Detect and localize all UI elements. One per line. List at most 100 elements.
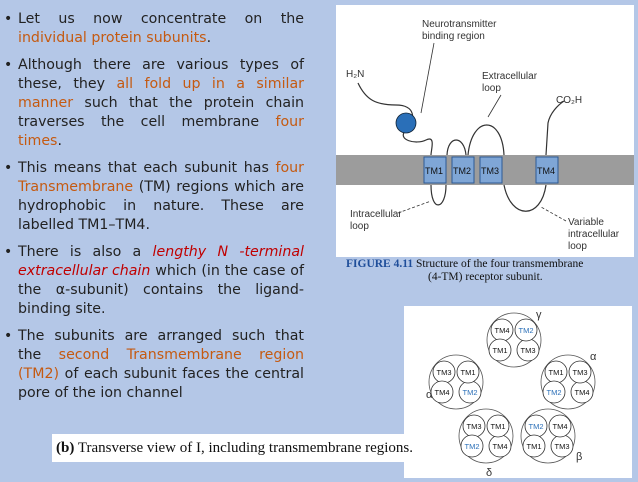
bullet-marker: •	[4, 328, 13, 344]
beta-label: β	[576, 451, 582, 463]
alpha-right-label: α	[590, 351, 597, 363]
tm-label: TM1	[527, 442, 542, 451]
tm-circle	[522, 434, 546, 458]
tm-label: TM4	[553, 422, 568, 431]
tm-label: TM1	[493, 346, 508, 355]
figure-caption-bottom: (b) Transverse view of I, including tran…	[52, 434, 442, 462]
plain-text: Let us now concentrate on the	[18, 11, 304, 27]
tm-label: TM2	[465, 442, 480, 451]
tm-label: TM2	[529, 422, 544, 431]
highlighted-text: lengthy N -terminal extracellular chain	[18, 244, 304, 279]
intracellular-label-2: loop	[350, 221, 369, 232]
plain-text: (TM) regions which are hydrophobic in na…	[18, 179, 304, 233]
plain-text: such that the protein chain traverses th…	[18, 95, 304, 130]
plain-text: There is also a	[18, 244, 153, 260]
tm-circle	[568, 360, 592, 384]
neuro-label-2: binding region	[422, 31, 485, 42]
plain-text: The subunits are arranged such that the	[18, 328, 304, 363]
tm-label: TM3	[573, 368, 588, 377]
tm-label: TM4	[493, 442, 508, 451]
highlighted-text: all fold up in a similar manner	[18, 76, 304, 111]
variable-label-2: intracellular	[568, 229, 620, 240]
highlighted-text: individual protein subunits	[18, 30, 207, 46]
tm-circle	[460, 434, 484, 458]
plain-text: .	[57, 133, 62, 149]
bullet-marker: •	[4, 244, 13, 260]
tm-label: TM4	[575, 388, 590, 397]
bullet-marker: •	[4, 57, 13, 73]
variable-label-1: Variable	[568, 217, 604, 228]
bullet-item: • This means that each subunit has four T…	[4, 159, 304, 235]
gamma-label: γ	[536, 309, 542, 321]
plain-text: of each subunit faces the central pore o…	[18, 366, 304, 401]
delta-label: δ	[486, 467, 492, 478]
caption-line-1: Structure of the four transmembrane	[415, 258, 584, 270]
highlighted-text: four times	[18, 114, 304, 149]
bullet-text: Let us now concentrate on the individual…	[18, 10, 304, 48]
bullet-text: The subunits are arranged such that the …	[18, 327, 304, 403]
tm4-label: TM4	[537, 166, 555, 176]
tm-label: TM4	[495, 326, 510, 335]
tm3-label: TM3	[481, 166, 499, 176]
tm-circle	[488, 338, 512, 362]
plain-text: .	[206, 30, 212, 46]
tm1-label: TM1	[425, 166, 443, 176]
caption-line-2: (4-TM) receptor subunit.	[428, 271, 543, 283]
figure-number: FIGURE 4.11	[346, 258, 414, 270]
receptor-subunit-figure: Neurotransmitter binding region H₂N Extr…	[336, 5, 634, 257]
plain-text: This means that each subunit has	[18, 160, 276, 176]
figure-caption-top: FIGURE 4.11 Structure of the four transm…	[346, 258, 606, 284]
tm-label: TM2	[547, 388, 562, 397]
tm-label: TM3	[555, 442, 570, 451]
n-terminal-chain	[357, 82, 433, 156]
tm-label: TM1	[549, 368, 564, 377]
highlighted-text: second Transmembrane region (TM2)	[18, 347, 305, 382]
tm-label: TM3	[467, 422, 482, 431]
highlighted-text: four Transmembrane	[18, 160, 304, 195]
neuro-label-1: Neurotransmitter	[422, 19, 497, 30]
tm-circle	[514, 318, 538, 342]
variable-label-3: loop	[568, 241, 587, 252]
plain-text: Although there are various types of thes…	[18, 57, 304, 92]
variable-loop	[503, 184, 547, 212]
bullet-marker: •	[4, 160, 13, 176]
extracellular-label-2: loop	[482, 83, 501, 94]
tm-circle	[430, 380, 454, 404]
tm-circle	[542, 380, 566, 404]
tm-circle	[548, 414, 572, 438]
intracellular-loop	[430, 184, 447, 206]
bullet-text: There is also a lengthy N -terminal extr…	[18, 243, 304, 319]
tm-label: TM3	[437, 368, 452, 377]
intracellular-label-1: Intracellular	[350, 209, 402, 220]
bullet-item: • Let us now concentrate on the individua…	[4, 10, 304, 48]
bullet-text: This means that each subunit has four Tr…	[18, 159, 304, 235]
bullet-item: • The subunits are arranged such that the…	[4, 327, 304, 403]
h2n-label: H₂N	[346, 69, 364, 80]
bullet-item: • Although there are various types of the…	[4, 56, 304, 151]
tm-label: TM4	[435, 388, 450, 397]
plain-text: which (in the case of the α-subunit) con…	[18, 263, 304, 317]
tm-circle	[456, 360, 480, 384]
co2h-label: CO₂H	[556, 95, 582, 106]
bullet-text: Although there are various types of thes…	[18, 56, 304, 151]
tm-label: TM2	[463, 388, 478, 397]
tm-circle	[486, 414, 510, 438]
bullet-list: • Let us now concentrate on the individua…	[4, 10, 304, 411]
tm-label: TM3	[521, 346, 536, 355]
caption-b-label: (b)	[56, 440, 75, 456]
tm-label: TM1	[491, 422, 506, 431]
bullet-marker: •	[4, 11, 13, 27]
bullet-item: • There is also a lengthy N -terminal ext…	[4, 243, 304, 319]
binding-site-sphere	[395, 112, 417, 134]
extracellular-label-1: Extracellular	[482, 71, 538, 82]
tm-label: TM2	[519, 326, 534, 335]
tm-label: TM1	[461, 368, 476, 377]
alpha-left-label: α	[426, 389, 433, 401]
caption-b-text: Transverse view of I, including transmem…	[74, 440, 414, 456]
